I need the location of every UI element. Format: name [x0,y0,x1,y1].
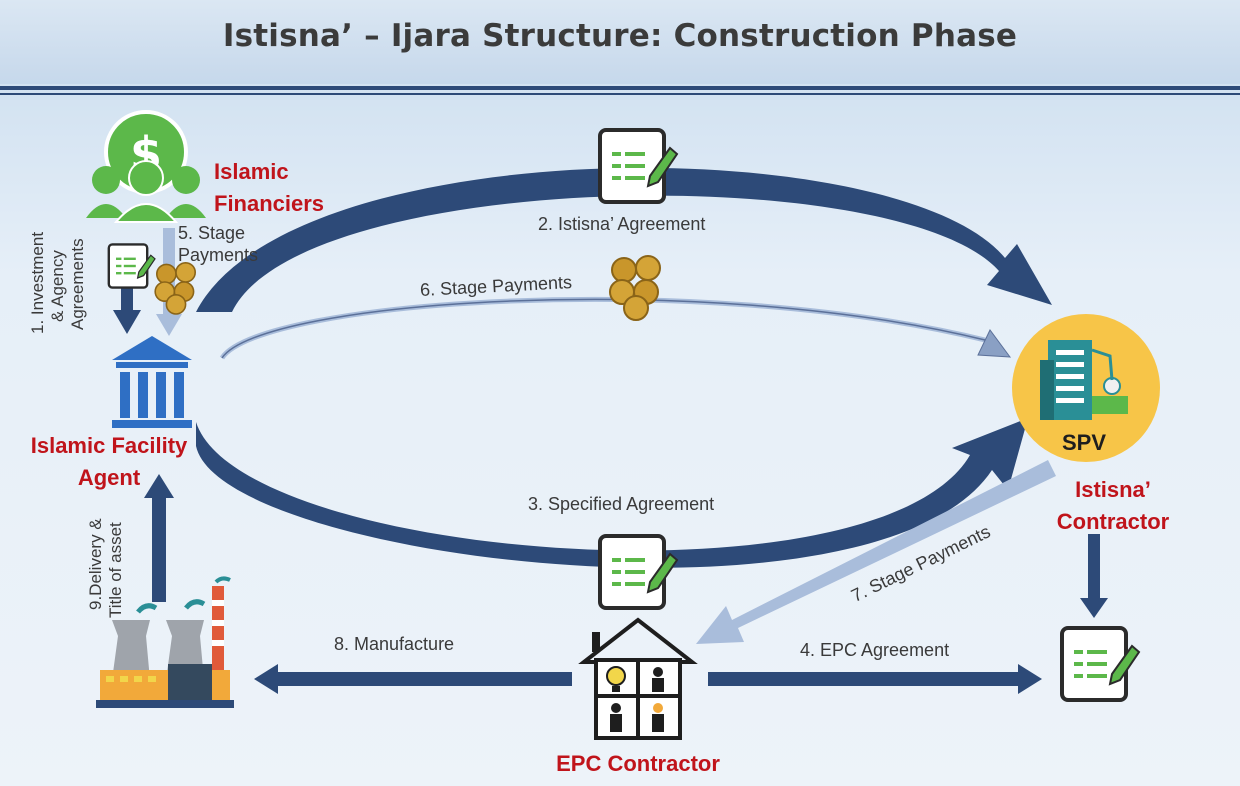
arrow-specified-agreement [196,418,1028,568]
spv-label: SPV [1062,430,1107,455]
title-bar [0,0,1240,84]
flow-label-5-line1: 5. Stage [178,223,246,243]
power-plant-icon [96,576,234,708]
epc-contractor-icon [578,617,698,740]
flow-label-5-line2: Payments [178,245,259,265]
istisna-agreement-doc-icon [598,128,679,204]
epc-agreement-doc-icon [1060,626,1141,702]
arrow-stage-payments-7 [696,460,1056,644]
flow-label-1-line2: & Agency [48,250,67,322]
istisna-contractor-label: Istisna’ Contractor [1056,477,1170,534]
flow-label-9-line2: Title of asset [106,522,125,618]
page-title: Istisna’ – Ijara Structure: Construction… [222,18,1018,54]
stage-payment-coins-icon [609,255,661,321]
facility-agent-label: Islamic Facility Agent [30,433,188,490]
financiers-icon: $ [86,110,206,223]
flow-label-1-line1: 1. Investment [28,231,47,334]
flow-label-specified-agreement: 3. Specified Agreement [528,494,715,514]
investment-agreement-doc-icon [107,243,157,289]
bank-icon [112,336,192,428]
flow-label-stage-payments-5: 5. Stage Payments [178,222,258,266]
arrow-istisna-agreement [196,167,1052,312]
title-divider-thin [0,93,1240,95]
specified-agreement-doc-icon [598,534,679,610]
flow-label-istisna-agreement: 2. Istisna’ Agreement [538,214,706,234]
flow-label-9-line1: 9.Delivery & [86,518,105,610]
flow-label-1-line3: Agreements [68,238,87,330]
arrowhead-stage-payments-6 [977,329,1012,358]
epc-contractor-label: EPC Contractor [556,751,720,776]
flow-label-manufacture: 8. Manufacture [334,634,455,654]
arrow-stage-payments-6 [219,296,986,360]
financier-coins-icon [154,261,196,315]
spv-building-icon [1012,314,1160,462]
flow-label-investment-agreements: 1. Investment & Agency Agreements [28,232,88,334]
flow-label-delivery-title: 9.Delivery & Title of asset [86,518,126,618]
flow-label-epc-agreement: 4. EPC Agreement [800,640,950,660]
title-divider [0,86,1240,90]
islamic-financiers-label: Islamic Financiers [214,159,325,216]
